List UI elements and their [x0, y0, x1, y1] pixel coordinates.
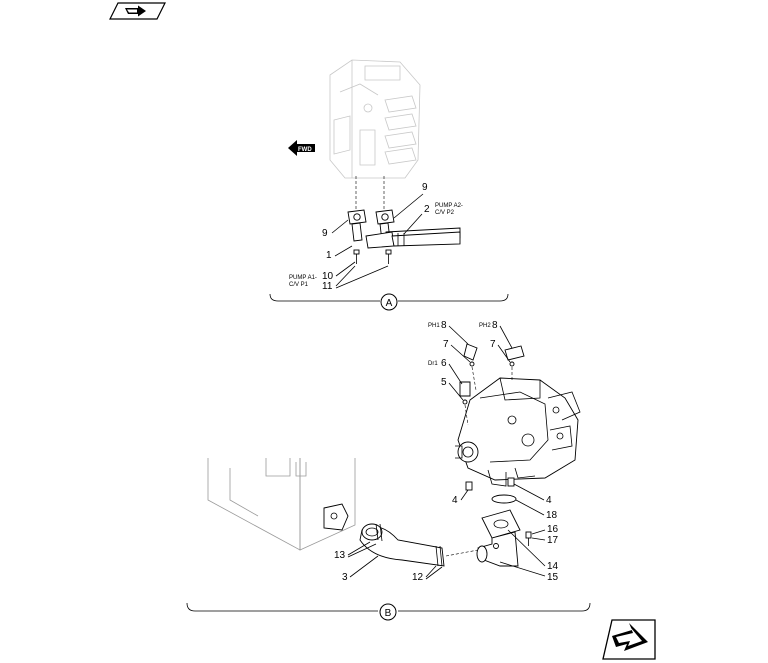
control-valve-ghost: [329, 59, 421, 179]
leader-line: [460, 489, 469, 501]
leader-line: [515, 499, 545, 516]
leader-line: [464, 404, 469, 426]
callout-3: 3: [342, 572, 348, 583]
callout-13: 13: [334, 550, 346, 561]
ph2-label: PH2: [479, 323, 491, 329]
view-b-marker: B: [379, 603, 397, 621]
hydraulic-pump: [455, 377, 581, 487]
hydraulic-tank-ghost: [207, 458, 356, 551]
bolt-right: [385, 249, 392, 264]
callout-17: 17: [547, 535, 559, 546]
view-a-label: A: [386, 298, 393, 309]
leader-line: [331, 219, 349, 234]
pump-a1-label: C/V P1: [289, 282, 309, 288]
callout-7: 7: [490, 339, 496, 350]
view-a-marker: A: [380, 293, 398, 311]
callout-10: 10: [322, 271, 334, 282]
flange-left: [347, 209, 367, 242]
fitting-dr1: [459, 381, 471, 405]
leader-line: [450, 344, 471, 363]
bolt-left: [353, 249, 360, 264]
leader-line: [335, 261, 356, 277]
leader-line: [425, 565, 437, 578]
leader-line: [335, 265, 389, 289]
leader-line: [347, 541, 371, 556]
callout-8: 8: [441, 320, 447, 331]
leader-line: [403, 213, 423, 235]
o-ring: [491, 494, 517, 504]
leader-line: [531, 529, 546, 535]
leader-line: [497, 344, 511, 363]
pump-a2-label: C/V P2: [435, 210, 455, 216]
view-b-bracket: [186, 602, 591, 612]
leader-line: [448, 325, 469, 345]
fitting-ph2: [504, 345, 525, 367]
prev-page-button[interactable]: [109, 2, 166, 20]
leader-line: [507, 529, 546, 567]
view-b-label: B: [385, 608, 392, 619]
leader-line: [531, 537, 546, 541]
leader-line: [393, 193, 424, 219]
leader-line: [499, 325, 513, 349]
leader-line: [334, 245, 353, 257]
view-a-bracket: [269, 293, 509, 302]
plug-left: [465, 481, 473, 491]
callout-7: 7: [443, 339, 449, 350]
ph1-label: PH1: [428, 323, 440, 329]
suction-elbow: [476, 509, 521, 567]
fwd-label: FWD: [298, 147, 312, 153]
callout-1: 1: [326, 250, 332, 261]
leader-line: [513, 483, 545, 501]
arrow-right-icon: [612, 623, 648, 651]
callout-4: 4: [452, 495, 458, 506]
callout-4: 4: [546, 495, 552, 506]
callout-6: 6: [441, 358, 447, 369]
callout-14: 14: [547, 561, 559, 572]
pump-a1-label: PUMP A1-: [289, 275, 317, 281]
leader-line: [471, 366, 477, 391]
callout-5: 5: [441, 377, 447, 388]
callout-9: 9: [422, 182, 428, 193]
arrow-left-icon: [125, 5, 146, 17]
dr1-label: Dr1: [428, 361, 438, 367]
leader-line: [335, 265, 356, 287]
callout-2: 2: [424, 204, 430, 215]
callout-12: 12: [412, 572, 424, 583]
callout-16: 16: [547, 524, 559, 535]
leader-line: [349, 555, 379, 578]
pump-a2-label: PUMP A2-: [435, 203, 463, 209]
bolt-flange: [525, 531, 532, 546]
leader-line: [347, 543, 377, 558]
next-page-button[interactable]: [602, 619, 656, 660]
callout-18: 18: [546, 510, 558, 521]
callout-8: 8: [492, 320, 498, 331]
leader-line: [499, 561, 546, 577]
hose-pump-a2: [365, 227, 461, 249]
callout-15: 15: [547, 572, 559, 583]
leader-line: [448, 382, 464, 401]
callout-9: 9: [322, 228, 328, 239]
callout-11: 11: [322, 281, 333, 292]
suction-hose: [359, 523, 445, 567]
fitting-ph1: [463, 343, 478, 367]
plug-right: [507, 477, 515, 487]
leader-line: [425, 566, 443, 580]
leader-line: [448, 363, 463, 385]
fwd-direction-arrow: FWD: [288, 140, 315, 156]
leader-line: [445, 549, 479, 557]
